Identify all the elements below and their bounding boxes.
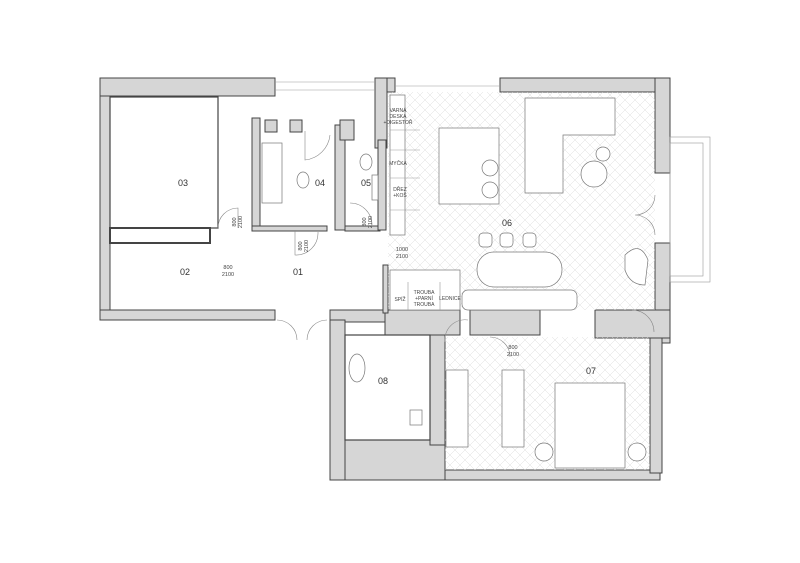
room-label-01: 01 [293,267,303,277]
svg-text:800: 800 [223,265,232,271]
svg-text:800: 800 [508,345,517,351]
kitchen-furniture [389,94,649,311]
svg-text:1000: 1000 [396,247,408,253]
dining-table [476,251,563,288]
svg-text:TROUBA: TROUBA [414,302,436,308]
sofa [524,97,616,194]
door-dim-06: 1000 2100 [396,247,408,260]
door-dim-05: 800 2100 [362,216,374,228]
room-label-08: 08 [378,376,388,386]
bathtub [348,353,366,383]
svg-text:800: 800 [298,241,304,250]
bed [554,382,626,469]
room-label-05: 05 [361,178,371,188]
svg-text:DESKA: DESKA [390,114,408,120]
door-dim-02: 800 2100 [222,265,234,278]
svg-text:2100: 2100 [396,254,408,260]
room-label-06: 06 [502,218,512,228]
armchair [624,248,649,286]
svg-text:+DIGESTOŘ: +DIGESTOŘ [384,118,413,126]
room-label-03: 03 [178,178,188,188]
svg-text:2100: 2100 [222,272,234,278]
bedroom-furniture [348,353,647,469]
door-dim-03: 800 2100 [232,216,244,228]
svg-text:2100: 2100 [507,352,519,358]
bench [461,289,578,311]
label-pantry: SPÍŽ [394,295,405,303]
room-label-07: 07 [586,366,596,376]
svg-text:DŘEZ: DŘEZ [393,185,407,193]
svg-text:2100: 2100 [368,216,374,228]
svg-text:800: 800 [232,217,238,226]
svg-text:2100: 2100 [304,240,310,252]
door-swings [217,131,656,358]
bathroom-fixtures [261,142,379,204]
walls [99,77,671,481]
svg-text:2100: 2100 [238,216,244,228]
label-hob: VARNÁ DESKA +DIGESTOŘ [384,107,413,126]
label-dishwasher: MYČKA [389,160,407,167]
svg-text:800: 800 [362,217,368,226]
room-label-04: 04 [315,178,325,188]
balcony [669,136,711,283]
coffee-table [580,160,608,188]
label-fridge: LEDNICE [439,296,461,302]
label-oven: TROUBA +PARNÍ TROUBA [414,290,436,308]
svg-text:+KOŠ: +KOŠ [393,192,407,199]
room-08-area [344,334,431,441]
windows [275,81,711,283]
room-03-area [109,96,219,229]
svg-text:+PARNÍ: +PARNÍ [415,295,433,302]
label-sink: DŘEZ +KOŠ [393,185,407,199]
svg-text:TROUBA: TROUBA [414,290,436,296]
door-dim-04: 800 2100 [298,240,310,252]
room-label-02: 02 [180,267,190,277]
svg-text:VARNÁ: VARNÁ [390,107,408,114]
door-dim-07: 800 2100 [507,345,519,358]
